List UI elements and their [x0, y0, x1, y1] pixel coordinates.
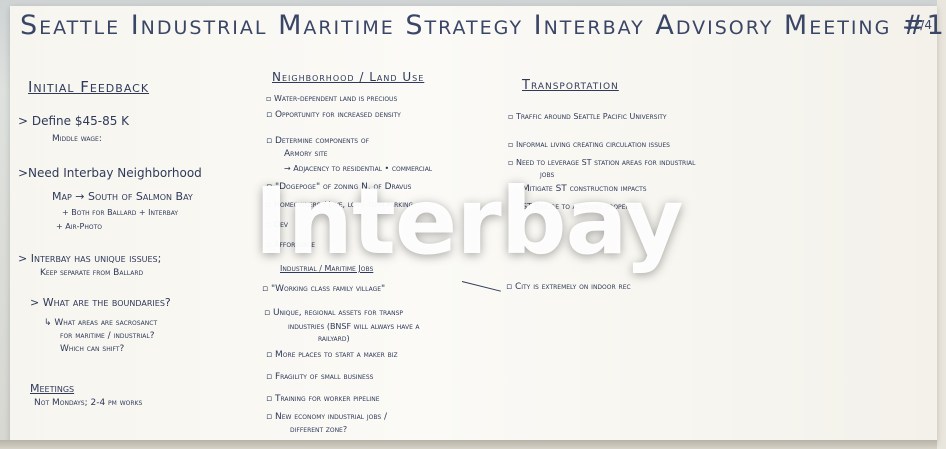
- note-line: ▫ City is extremely on indoor rec: [506, 282, 631, 292]
- note-line: ▫ Homeowners / Live, long-term parking: [266, 200, 414, 209]
- note-line: ▫ Training for worker pipeline: [266, 394, 380, 404]
- note-line: > What are the boundaries?: [30, 296, 171, 309]
- note-line: ▫ Water-dependent land is precious: [266, 94, 398, 103]
- note-line: ▫ "Dogepoge" of zoning N. of Dravus: [266, 182, 412, 192]
- note-line: ▫ Affordable: [266, 240, 316, 249]
- jobs-subheading: Industrial / Maritime Jobs: [280, 264, 374, 273]
- note-line: railyard): [318, 334, 350, 343]
- note-line: → Adjacency to residential • commercial: [284, 164, 433, 173]
- note-line: ▫ New economy industrial jobs /: [266, 412, 388, 422]
- note-line: ▫ More places to start a maker biz: [266, 350, 398, 360]
- note-line: > Define $45-85 K: [18, 114, 130, 128]
- board-ledge: [0, 440, 937, 449]
- note-line: ▫ Need to leverage ST station areas for …: [508, 158, 696, 167]
- note-line: > Interbay has unique issues;: [18, 252, 162, 265]
- note-line: ST Bridge to adjacent properties: [522, 202, 643, 211]
- note-line: >Need Interbay Neighborhood: [18, 166, 202, 180]
- note-line: for maritime / industrial?: [60, 331, 155, 341]
- note-line: ↳ What areas are sacrosanct: [44, 318, 158, 328]
- initial-feedback-heading: Initial Feedback: [28, 78, 150, 96]
- note-line: jobs: [540, 170, 555, 179]
- flipchart-paper: [10, 6, 937, 442]
- meeting-date: 12/4: [905, 18, 932, 32]
- note-line: ▫ Dev: [266, 220, 289, 229]
- note-line: different zone?: [290, 425, 348, 434]
- meetings-heading: Meetings: [30, 382, 75, 395]
- note-line: ▫ "Working class family village": [262, 284, 386, 294]
- meeting-title: Seattle Industrial Maritime Strategy Int…: [20, 10, 946, 41]
- neighborhood-heading: Neighborhood / Land Use: [272, 70, 425, 84]
- overlay-title: Interbay: [254, 168, 684, 275]
- note-line: + Air-Photo: [56, 222, 102, 231]
- transportation-heading: Transportation: [522, 78, 619, 93]
- note-line: ▫ Informal living creating circulation i…: [508, 140, 670, 149]
- note-line: ▫ Opportunity for increased density: [266, 110, 401, 120]
- note-line: Which can shift?: [60, 344, 125, 354]
- note-line: Middle wage:: [52, 134, 102, 144]
- note-line: Map → South of Salmon Bay: [52, 190, 193, 203]
- note-line: Armory site: [284, 149, 328, 159]
- note-line: Keep separate from Ballard: [40, 268, 144, 278]
- note-line: ▫ Fragility of small business: [266, 372, 374, 382]
- note-line: + Both for Ballard + Interbay: [62, 208, 179, 217]
- note-line: ▫ Unique, regional assets for transp: [264, 308, 403, 318]
- note-line: Mitigate ST construction impacts: [522, 184, 647, 194]
- note-line: ▫ Determine components of: [266, 136, 370, 146]
- note-line: industries (BNSF will always have a: [288, 322, 420, 331]
- note-line: ▫ Traffic around Seattle Pacific Univers…: [508, 112, 667, 121]
- meetings-note: Not Mondays; 2-4 pm works: [34, 398, 143, 408]
